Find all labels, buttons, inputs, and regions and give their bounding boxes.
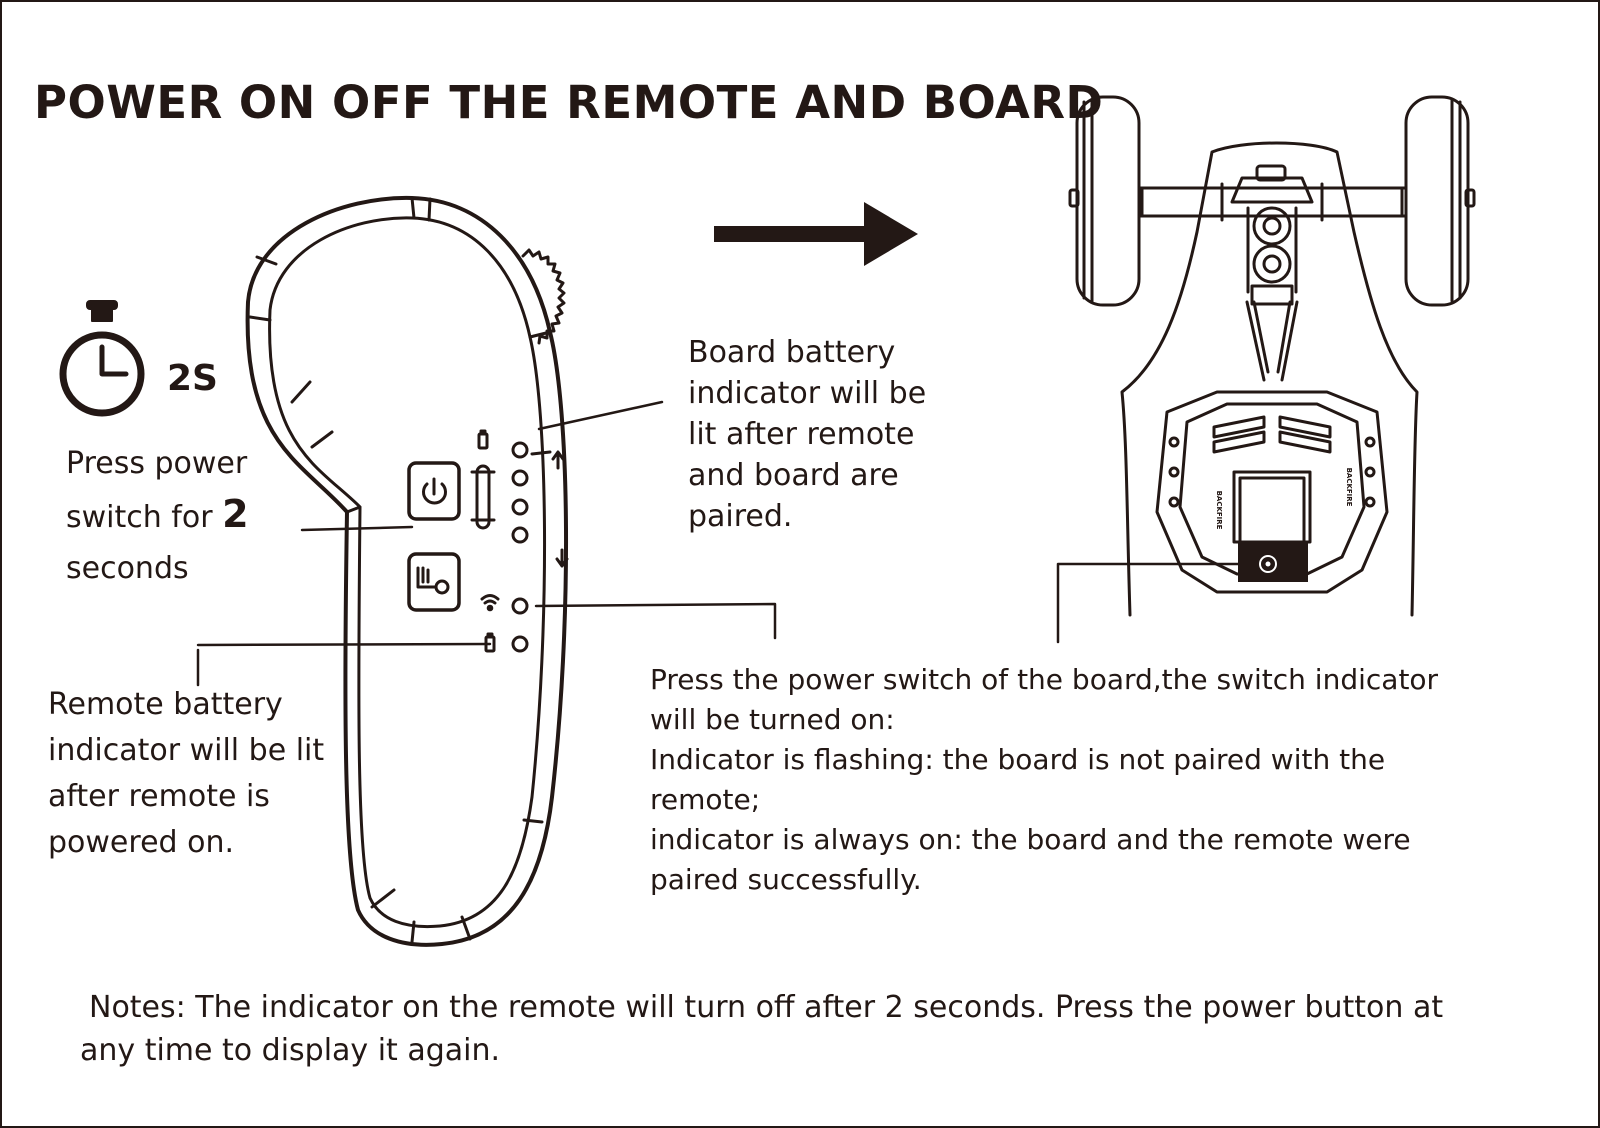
caption-line: lit after remote	[688, 417, 915, 452]
press-power-instruction: Press power switch for 2 seconds	[66, 438, 249, 594]
stopwatch-icon	[59, 300, 145, 417]
caption-line: indicator will be	[688, 376, 927, 411]
caption-line: powered on.	[48, 825, 235, 860]
led-board-battery-3	[511, 498, 529, 516]
caption-line: paired.	[688, 499, 793, 534]
board-brand-right: BACKFIRE	[1345, 468, 1353, 507]
notes-line: any time to display it again.	[80, 1033, 501, 1068]
caption-line: will be turned on:	[650, 703, 895, 736]
led-pairing	[511, 597, 529, 615]
board-mini-icon	[470, 464, 496, 530]
board-battery-caption: Board battery indicator will be lit afte…	[688, 332, 926, 537]
caption-line: Remote battery	[48, 687, 283, 722]
up-arrow-icon	[551, 450, 565, 470]
caption-line: Indicator is flashing: the board is not …	[650, 743, 1386, 776]
remote-battery-caption: Remote battery indicator will be lit aft…	[48, 682, 324, 866]
caption-line: and board are	[688, 458, 899, 493]
led-board-battery-4	[511, 526, 529, 544]
caption-line: remote;	[650, 783, 761, 816]
page-title: POWER ON OFF THE REMOTE AND BOARD	[34, 76, 1104, 129]
caption-line: Press the power switch of the board,the …	[650, 663, 1439, 696]
board-brand-left: BACKFIRE	[1215, 491, 1223, 530]
press-power-seconds-number: 2	[222, 492, 249, 536]
board-power-switch	[1238, 542, 1308, 582]
press-power-line: Press power	[66, 446, 248, 481]
down-arrow-icon	[555, 548, 569, 568]
skateboard-illustration	[1068, 95, 1476, 617]
remote-control-illustration	[245, 195, 569, 947]
led-board-battery-2	[511, 469, 529, 487]
wifi-icon	[480, 594, 500, 612]
press-power-line: switch for 2	[66, 489, 249, 543]
caption-line: indicator is always on: the board and th…	[650, 823, 1411, 856]
notes-line: Notes: The indicator on the remote will …	[89, 990, 1444, 1025]
caption-line: after remote is	[48, 779, 270, 814]
remote-power-button	[407, 461, 461, 521]
press-power-prefix: switch for	[66, 500, 223, 535]
timer-label: 2S	[167, 358, 218, 399]
remote-pair-button	[407, 552, 461, 612]
caption-line: indicator will be lit	[48, 733, 325, 768]
board-switch-caption: Press the power switch of the board,the …	[650, 660, 1438, 900]
led-remote-battery	[511, 635, 529, 653]
press-power-line: seconds	[66, 551, 189, 586]
caption-line: Board battery	[688, 335, 896, 370]
caption-line: paired successfully.	[650, 863, 922, 896]
right-arrow-icon	[714, 202, 918, 266]
led-board-battery-1	[511, 441, 529, 459]
notes: Notes: The indicator on the remote will …	[80, 986, 1443, 1072]
